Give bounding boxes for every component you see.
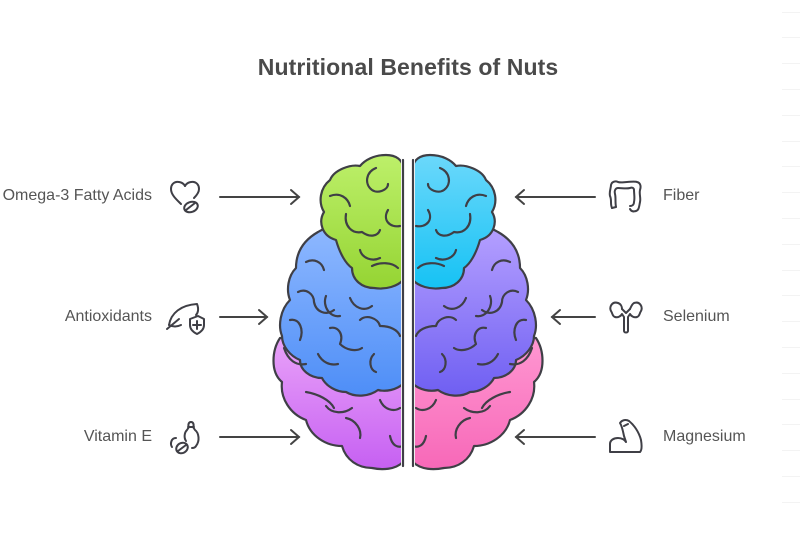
muscle-arm-icon	[609, 418, 643, 453]
edge-guides	[782, 0, 800, 540]
page-title: Nutritional Benefits of Nuts	[257, 54, 559, 80]
label-magnesium: Magnesium	[663, 428, 746, 445]
label-omega-3: Omega-3 Fatty Acids	[2, 187, 152, 204]
arrow-left-icon	[514, 429, 596, 445]
arrow-right-icon	[219, 429, 301, 445]
arrow-left-icon	[514, 189, 596, 205]
arrow-left-icon	[550, 309, 596, 325]
right-upper-lobe	[411, 153, 497, 290]
label-selenium: Selenium	[663, 308, 730, 325]
leaf-shield-icon	[166, 303, 205, 335]
label-fiber: Fiber	[663, 187, 700, 204]
kidney-icon	[609, 301, 643, 334]
arrow-right-icon	[219, 309, 269, 325]
left-upper-lobe	[319, 153, 405, 290]
intestine-icon	[608, 180, 642, 213]
nuts-bottle-icon	[170, 421, 200, 455]
brain-illustration	[272, 153, 544, 471]
label-antioxidants: Antioxidants	[64, 308, 152, 325]
heart-pill-icon	[170, 180, 200, 214]
arrow-right-icon	[219, 189, 301, 205]
label-vitamin-e: Vitamin E	[83, 428, 152, 445]
